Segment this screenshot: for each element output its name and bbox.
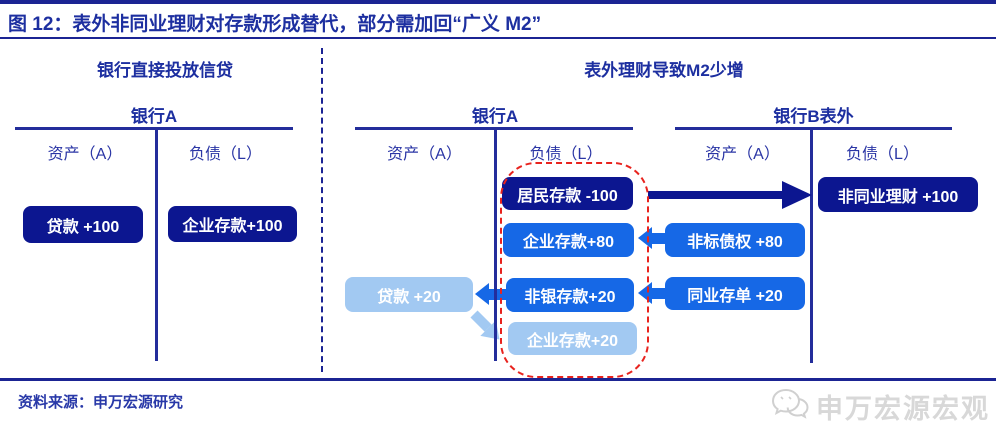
arrow-cd-to-nonbank-tail	[652, 288, 666, 299]
bank-b-top-line	[675, 127, 952, 130]
right-section-header: 表外理财导致M2少增	[584, 61, 744, 80]
title-underline	[0, 37, 996, 39]
right-bank-a-divider-line	[494, 127, 497, 361]
arrow-nsd-to-corp80-tail	[652, 233, 666, 244]
red-dashed-highlight	[500, 162, 649, 378]
top-rule	[0, 0, 996, 4]
left-bank-a-asset-label: 资产（A）	[47, 146, 123, 163]
box-nonbank-deposit-plus-20: 非银存款+20	[506, 278, 634, 312]
bank-b-asset-label: 资产（A）	[705, 146, 780, 163]
bottom-rule	[0, 378, 996, 381]
right-bank-a-asset-label: 资产（A）	[387, 146, 462, 163]
box-loan-plus-20: 贷款 +20	[345, 277, 473, 312]
box-loan-plus-100: 贷款 +100	[23, 206, 143, 243]
left-bank-a-divider-line	[155, 127, 158, 361]
source-note: 资料来源：申万宏源研究	[18, 394, 184, 411]
arrow-resident-to-wm-tail	[648, 191, 782, 199]
box-nonstandard-debt-plus-80: 非标债权 +80	[665, 223, 805, 257]
left-section-header: 银行直接投放信贷	[97, 61, 233, 80]
arrow-nonbank-to-loan-head	[475, 283, 489, 305]
watermark: 申万宏源宏观	[770, 386, 990, 427]
watermark-text: 申万宏源宏观	[816, 394, 990, 424]
figure-title: 图 12：表外非同业理财对存款形成替代，部分需加回“广义 M2”	[8, 14, 542, 35]
left-bank-a-top-line	[15, 127, 293, 130]
right-bank-a-liability-label: 负债（L）	[529, 146, 603, 163]
box-non-interbank-wm-plus-100: 非同业理财 +100	[818, 177, 978, 212]
wechat-icon	[770, 386, 810, 427]
right-bank-a-name: 银行A	[471, 107, 519, 126]
box-interbank-cd-plus-20: 同业存单 +20	[665, 277, 805, 310]
box-corp-deposit-plus-80: 企业存款+80	[503, 223, 634, 257]
bank-b-liability-label: 负债（L）	[846, 146, 919, 163]
arrow-nonbank-to-loan-tail	[489, 289, 507, 300]
arrow-resident-to-wm-head	[782, 181, 812, 209]
bank-b-name: 银行B表外	[773, 107, 854, 126]
left-bank-a-name: 银行A	[130, 107, 178, 126]
box-corp-deposit-plus-100: 企业存款+100	[168, 206, 297, 242]
bank-b-divider-line	[810, 127, 813, 363]
left-bank-a-liability-label: 负债（L）	[189, 146, 262, 163]
section-divider-dashed	[321, 48, 323, 372]
